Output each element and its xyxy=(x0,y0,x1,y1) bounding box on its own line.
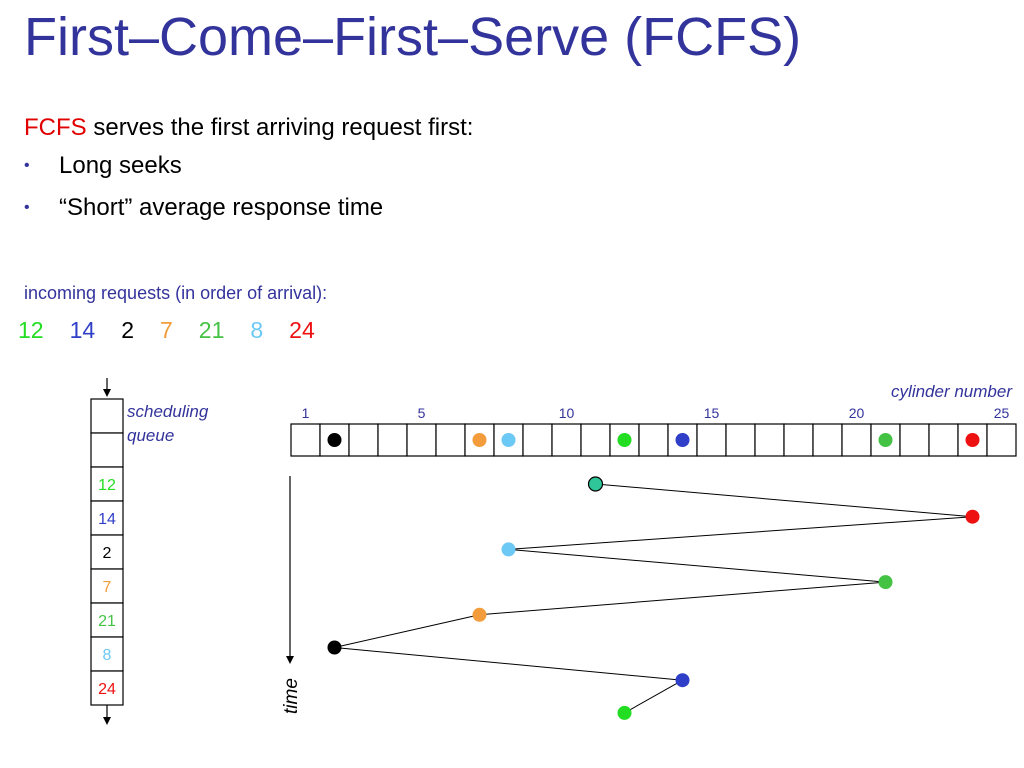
cylinder-request-marker xyxy=(878,433,893,447)
seek-point xyxy=(327,640,342,655)
queue-label-line1: scheduling xyxy=(127,402,209,421)
cylinder-cell xyxy=(348,423,379,457)
bullet-text: “Short” average response time xyxy=(59,194,384,221)
queue-slot xyxy=(90,602,124,638)
bullet-list: • Long seeks • “Short” average response ti… xyxy=(24,150,383,234)
bullet-text: Long seeks xyxy=(59,152,182,179)
cylinder-tick-label: 10 xyxy=(559,405,575,421)
cylinder-request-marker xyxy=(327,433,342,447)
queue-slot-value: 8 xyxy=(103,647,112,664)
cylinder-cell xyxy=(290,423,321,457)
seek-point xyxy=(617,705,632,720)
time-axis-label: time xyxy=(281,678,302,714)
queue-slot xyxy=(90,398,124,434)
cylinder-tick-label: 25 xyxy=(994,405,1010,421)
cylinder-cell xyxy=(551,423,582,457)
queue-slot xyxy=(90,568,124,604)
cylinder-request-marker xyxy=(472,433,487,447)
bullet-item: • “Short” average response time xyxy=(24,192,383,234)
cylinder-tick-label: 20 xyxy=(849,405,865,421)
queue-label-line2: queue xyxy=(127,426,174,445)
cylinder-request-marker xyxy=(617,433,632,447)
incoming-request: 7 xyxy=(159,317,173,343)
intro-line: FCFS serves the first arriving request f… xyxy=(24,114,473,142)
cylinder-cell xyxy=(754,423,785,457)
head-start-point xyxy=(587,476,604,492)
cylinder-cell xyxy=(899,423,930,457)
cylinder-cell xyxy=(783,423,814,457)
queue-slot-value: 24 xyxy=(98,681,116,698)
cylinder-request-marker xyxy=(675,433,690,447)
queue-slot xyxy=(90,432,124,468)
incoming-request: 21 xyxy=(198,317,225,343)
cylinder-cell xyxy=(986,423,1017,457)
queue-slot-value: 12 xyxy=(98,477,116,494)
seek-point xyxy=(965,509,980,524)
cylinder-tick-label: 5 xyxy=(418,405,426,421)
seek-segment xyxy=(508,516,973,550)
seek-segment xyxy=(624,679,683,714)
cylinder-cell xyxy=(696,423,727,457)
cylinder-cell xyxy=(377,423,408,457)
queue-slot-value: 7 xyxy=(103,579,112,596)
seek-point xyxy=(501,542,516,557)
incoming-request: 14 xyxy=(69,317,96,343)
incoming-request: 8 xyxy=(250,317,264,343)
incoming-request: 12 xyxy=(18,317,44,343)
cylinder-cell xyxy=(522,423,553,457)
cylinder-request-marker xyxy=(501,433,516,447)
seek-segment xyxy=(595,483,973,518)
bullet-item: • Long seeks xyxy=(24,150,383,192)
bullet-dot-icon: • xyxy=(24,199,30,216)
incoming-request: 24 xyxy=(289,317,315,343)
cylinder-request-marker xyxy=(965,433,980,447)
seek-path xyxy=(327,476,980,720)
seek-segment xyxy=(479,581,886,616)
intro-text: serves the first arriving request first: xyxy=(86,114,474,141)
cylinder-cell xyxy=(435,423,466,457)
queue-slot xyxy=(90,466,124,502)
cylinder-tick-label: 1 xyxy=(302,405,310,421)
scheduling-queue: 12 14 2 7 21 8 24 xyxy=(90,378,124,725)
cylinder-track xyxy=(290,423,1017,457)
cylinder-cell xyxy=(638,423,669,457)
cylinder-cell xyxy=(812,423,843,457)
cylinder-cell xyxy=(406,423,437,457)
cylinder-tick-label: 15 xyxy=(704,405,720,421)
incoming-requests-label: incoming requests (in order of arrival): xyxy=(24,283,328,303)
cylinder-cell xyxy=(841,423,872,457)
cylinder-cell xyxy=(580,423,611,457)
queue-slot-value: 2 xyxy=(103,545,112,562)
seek-point xyxy=(878,575,893,590)
queue-slot xyxy=(90,500,124,536)
cylinder-cell xyxy=(725,423,756,457)
seek-point xyxy=(472,607,487,622)
queue-slot-value: 21 xyxy=(98,613,116,630)
seek-segment xyxy=(334,647,683,681)
seek-segment xyxy=(334,614,480,648)
bullet-dot-icon: • xyxy=(24,157,30,174)
incoming-request: 2 xyxy=(121,317,134,343)
cylinder-number-label: cylinder number xyxy=(891,382,1013,401)
cylinder-cell xyxy=(928,423,959,457)
page-title: First–Come–First–Serve (FCFS) xyxy=(24,7,802,67)
seek-segment xyxy=(508,548,886,583)
seek-point xyxy=(675,673,690,688)
queue-slot xyxy=(90,534,124,570)
fcfs-term: FCFS xyxy=(24,114,87,141)
queue-slot xyxy=(90,670,124,706)
queue-slot-value: 14 xyxy=(98,511,116,528)
